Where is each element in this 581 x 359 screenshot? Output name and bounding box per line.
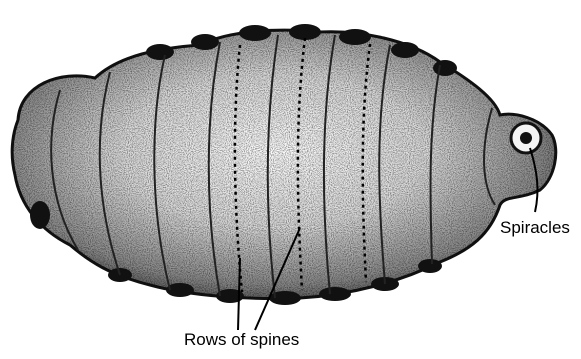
posterior-spiracle [511, 123, 541, 153]
spiracles-label: Spiracles [500, 219, 570, 236]
rows-of-spines-label: Rows of spines [184, 331, 299, 348]
